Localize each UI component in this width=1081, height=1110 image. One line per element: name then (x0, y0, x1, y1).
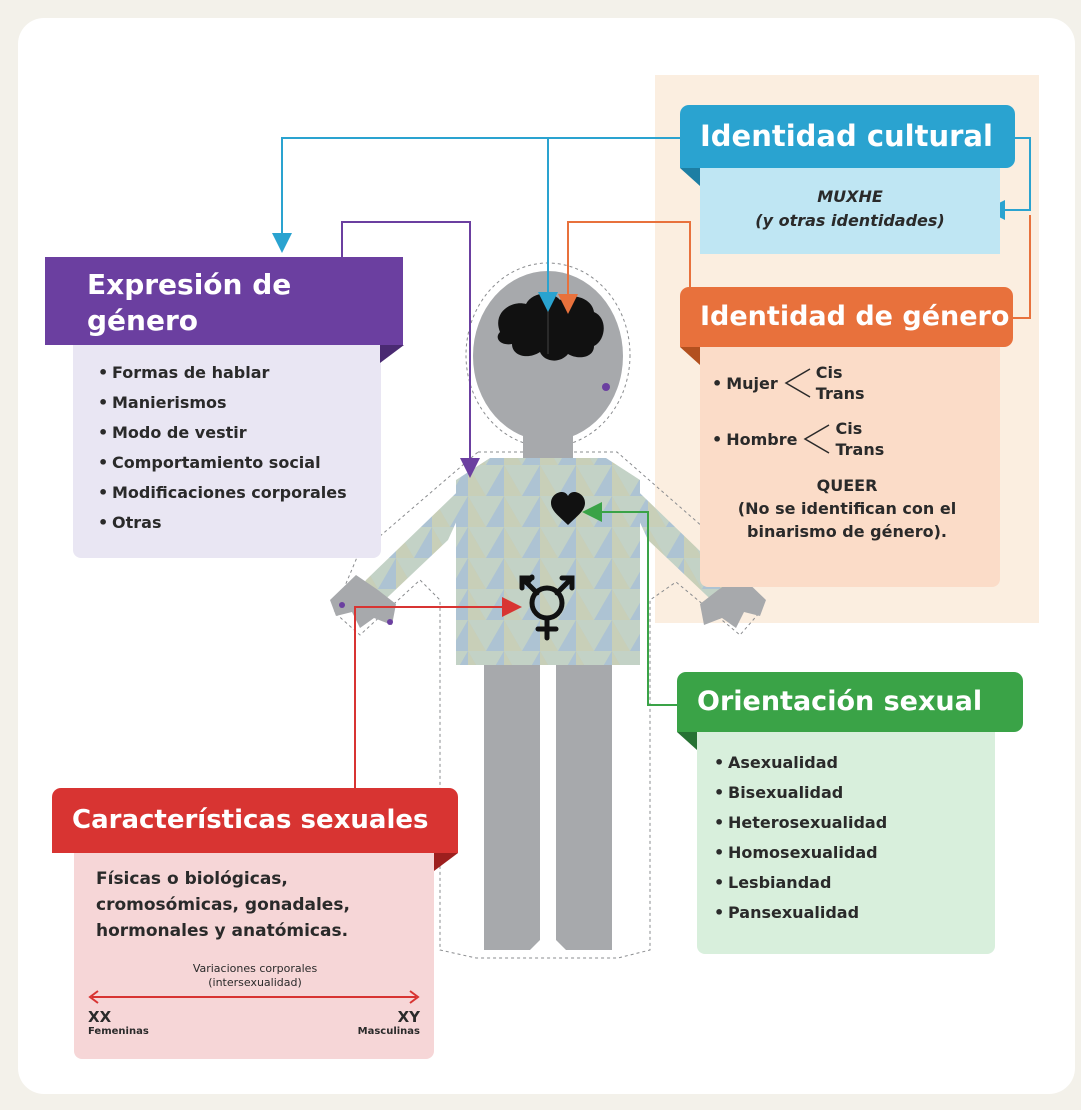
queer-label: QUEER (816, 476, 878, 495)
sexual-orientation-fold (677, 732, 697, 750)
branch-icon (803, 424, 830, 454)
sexual-characteristics-fold (434, 853, 458, 871)
list-item: Otras (98, 508, 378, 538)
arrow-cultural-to-expresion (272, 137, 548, 253)
arrow-genero-loop (1013, 215, 1031, 319)
sexual-characteristics-title: Características sexuales (52, 788, 458, 853)
list-item: Comportamiento social (98, 448, 378, 478)
list-item: Lesbiandad (714, 868, 984, 898)
queer-note: binarismo de género). (747, 522, 947, 541)
list-item: Modo de vestir (98, 418, 378, 448)
arrow-orientacion-to-heart (582, 502, 680, 706)
arrow-genero-to-brain (558, 221, 691, 314)
list-item: Homosexualidad (714, 838, 984, 868)
gender-expression-title: Expresión de género (45, 257, 403, 345)
branch-icon (784, 368, 811, 398)
gender-expression-fold (380, 345, 404, 363)
list-item: Asexualidad (714, 748, 984, 778)
arrow-cultural-loop (985, 137, 1031, 220)
cultural-identity-body (700, 168, 1000, 254)
arrow-caracteristicas-to-symbol (354, 597, 522, 790)
list-item: Formas de hablar (98, 358, 378, 388)
cultural-identity-title: Identidad cultural (680, 105, 1015, 168)
double-arrow-icon (88, 990, 420, 1004)
gender-expression-list: Formas de hablar Manierismos Modo de ves… (98, 358, 378, 538)
cultural-identity-fold (680, 168, 700, 186)
list-item: Bisexualidad (714, 778, 984, 808)
gender-identity-body (700, 347, 1000, 587)
arrow-expresion-to-body (341, 221, 480, 478)
xx-label: XX Femeninas (88, 1008, 149, 1037)
cultural-identity-text: MUXHE (y otras identidades) (755, 187, 945, 230)
sexual-orientation-list: Asexualidad Bisexualidad Heterosexualida… (714, 748, 984, 928)
transgender-symbol-icon (519, 574, 575, 641)
gender-identity-title: Identidad de género (680, 287, 1013, 347)
sexual-characteristics-text: Físicas o biológicas, cromosómicas, gona… (96, 869, 350, 941)
list-item: Heterosexualidad (714, 808, 984, 838)
xy-label: XY Masculinas (357, 1008, 420, 1037)
gender-identity-fold (680, 347, 700, 365)
sexual-orientation-title: Orientación sexual (677, 672, 1023, 732)
list-item: Modificaciones corporales (98, 478, 378, 508)
sexual-characteristics-body (74, 853, 434, 1059)
variaciones-label: Variaciones corporales (intersexualidad) (192, 962, 318, 989)
list-item: Manierismos (98, 388, 378, 418)
list-item: Pansexualidad (714, 898, 984, 928)
connector-arrows (272, 137, 1031, 790)
queer-note: (No se identifican con el (737, 499, 957, 518)
